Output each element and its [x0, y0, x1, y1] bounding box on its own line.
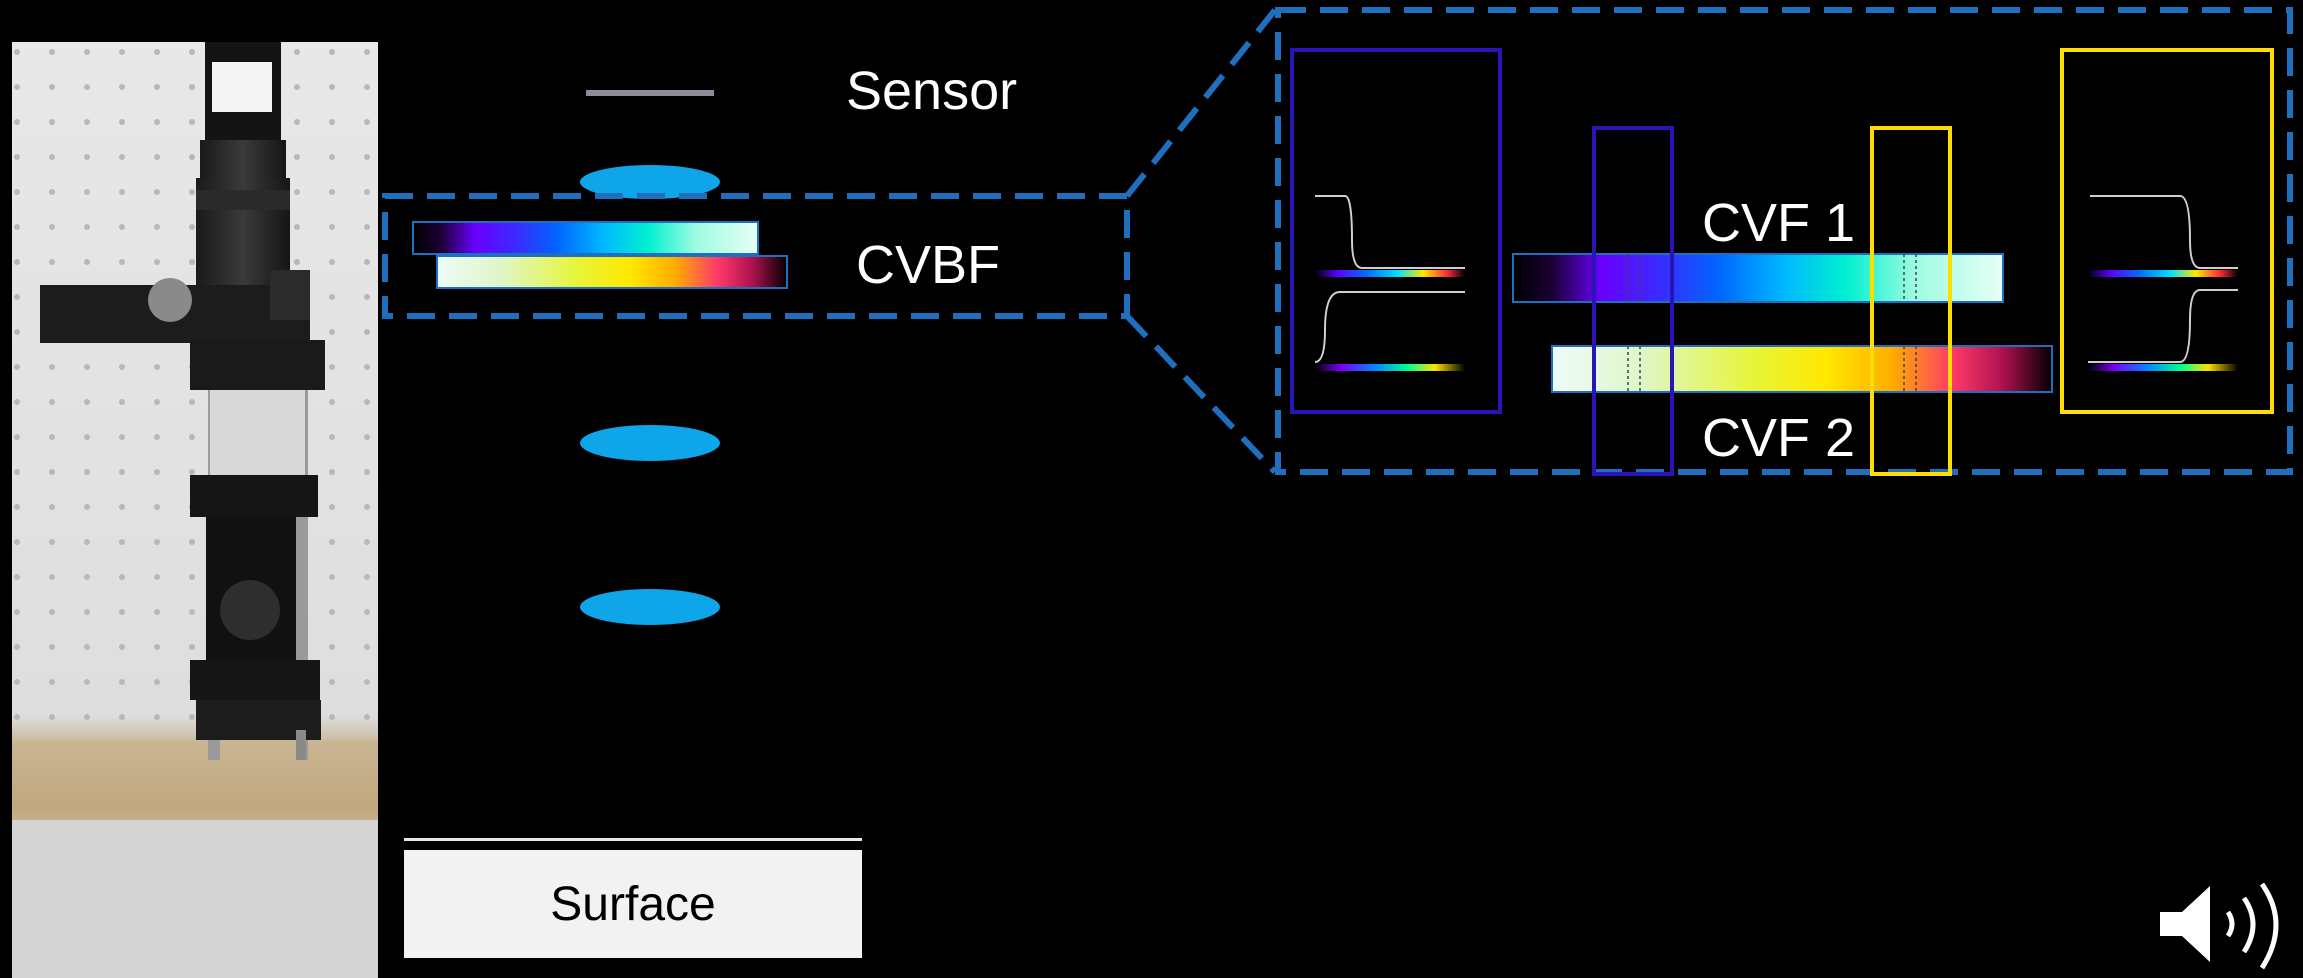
- surface-line: [404, 838, 862, 841]
- sensor-label: Sensor: [846, 61, 1018, 121]
- lens-3: [580, 589, 720, 625]
- zoom-dashed-box: [1275, 7, 2293, 475]
- lens-2: [580, 425, 720, 461]
- left-spectrum-box: [1290, 48, 1502, 414]
- lens-1: [580, 165, 720, 199]
- right-spectrum-box: [2060, 48, 2274, 414]
- cvf2-label: CVF 2: [1702, 408, 1856, 468]
- cvbf-filter: [412, 221, 788, 289]
- window-markers: [1627, 254, 1917, 392]
- cvf2-bar: [1551, 345, 2053, 393]
- zoom-line-bottom: [1124, 313, 1278, 475]
- cvf1-label: CVF 1: [1702, 193, 1856, 253]
- optical-setup-photo: [12, 42, 378, 978]
- cvf1-bar: [1512, 253, 2004, 303]
- cvbf-dashed-box: [382, 193, 1130, 319]
- zoom-line-top: [1124, 8, 1278, 198]
- surface-label: Surface: [404, 850, 862, 958]
- cvbf-label: CVBF: [856, 235, 1001, 295]
- yellow-window: [1870, 126, 1952, 476]
- blue-window: [1592, 126, 1674, 476]
- speaker-icon[interactable]: [2152, 872, 2302, 976]
